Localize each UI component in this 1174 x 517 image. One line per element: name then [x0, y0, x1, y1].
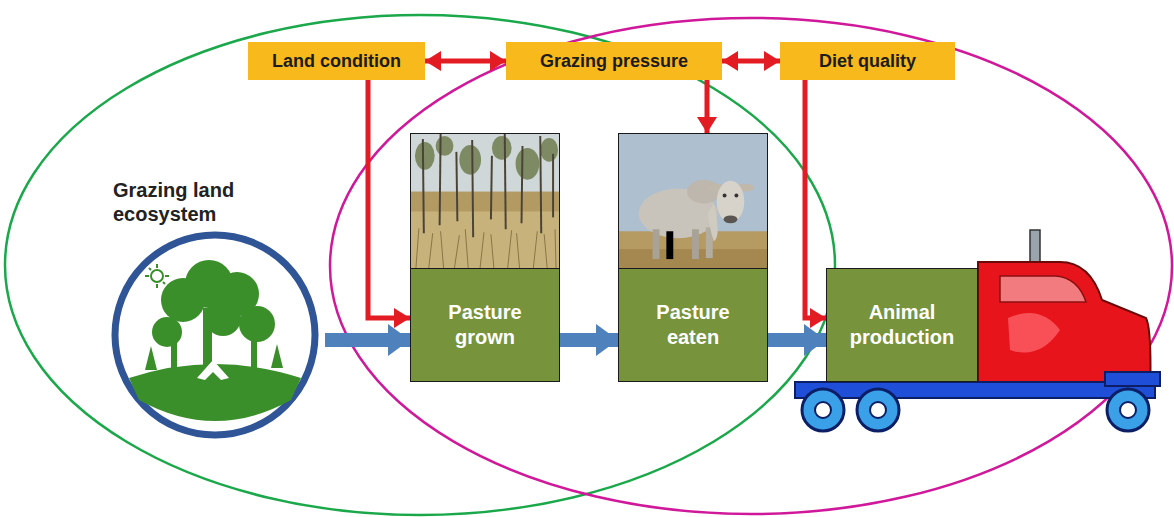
truck-illustration [815, 402, 831, 418]
factor-tag: Grazing pressure [506, 42, 722, 80]
illustration-art [115, 235, 315, 435]
factor-label: Diet quality [819, 51, 916, 72]
ecosystem-boundary [5, 15, 835, 515]
influence-arrow [425, 59, 506, 64]
node-label: Pasture grown [423, 300, 547, 350]
flow-arrow [325, 333, 410, 347]
production-boundary [330, 18, 1172, 514]
truck-illustration [795, 382, 1155, 398]
node-label: Pasture eaten [631, 300, 755, 350]
illustration-art [619, 134, 767, 268]
illustration-art [411, 134, 559, 268]
factor-label: Land condition [272, 51, 401, 72]
flow-arrow [768, 333, 826, 347]
truck-illustration [802, 389, 844, 431]
truck-illustration [1105, 372, 1160, 386]
process-box: Animal production [826, 268, 978, 382]
process-box: Pasture grown [410, 133, 560, 382]
pasture-photo [619, 134, 767, 268]
truck-illustration [870, 402, 886, 418]
truck-illustration [1000, 276, 1086, 302]
flow-arrow [560, 333, 618, 347]
label-band: Pasture eaten [619, 268, 767, 380]
node-heading: Grazing land ecosystem [105, 178, 263, 226]
factor-tag: Diet quality [780, 42, 955, 80]
influence-arrow [705, 80, 710, 133]
factor-tag: Land condition [248, 42, 425, 80]
node-label: Animal production [840, 300, 964, 350]
label-band: Pasture grown [411, 268, 559, 380]
truck-illustration [857, 389, 899, 431]
truck-illustration [1008, 313, 1060, 352]
influence-arrow [805, 80, 826, 318]
process-box: Pasture eaten [618, 133, 768, 382]
truck-illustration [1120, 402, 1136, 418]
truck-illustration [1107, 389, 1149, 431]
truck-illustration [795, 230, 1160, 431]
influence-arrow [722, 59, 780, 64]
ecosystem-circle: Grazing land ecosystem [105, 178, 325, 443]
factor-label: Grazing pressure [540, 51, 688, 72]
ecosystem-illustration [105, 228, 325, 443]
pasture-photo [411, 134, 559, 268]
influence-arrow [368, 80, 410, 318]
